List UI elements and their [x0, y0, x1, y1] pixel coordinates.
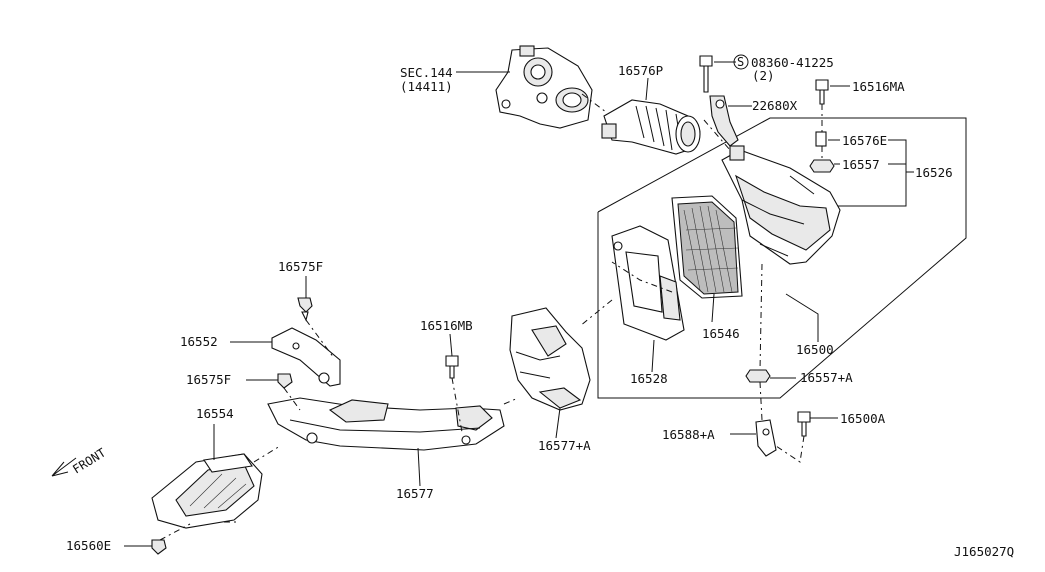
assembly-frame-16500	[597, 117, 967, 399]
label-16560e: 16560E	[66, 538, 111, 553]
label-16588a: 16588+A	[662, 427, 715, 442]
label-16577a: 16577+A	[538, 438, 591, 453]
air-filter-16546-graphic	[671, 195, 743, 299]
air-duct-16577-graphic	[267, 397, 505, 451]
bracket-16552-graphic	[271, 327, 341, 387]
clip-16575f-top-graphic	[297, 297, 313, 322]
bolt-code-group: S 08360-41225 (2)	[733, 54, 834, 83]
bolt-16516mb-graphic	[445, 355, 459, 379]
clip-16560e-graphic	[151, 539, 167, 555]
label-sec-144: SEC.144	[400, 65, 453, 80]
collar-16576e-graphic	[815, 131, 827, 147]
label-16576e: 16576E	[842, 133, 887, 148]
air-cleaner-lower-graphic	[611, 225, 685, 341]
sensor-22680x-graphic	[699, 55, 739, 147]
grommet-16557-graphic	[809, 159, 835, 173]
label-16500a: 16500A	[840, 411, 886, 426]
label-16575f-top: 16575F	[278, 259, 323, 274]
bracket-16588a-graphic	[755, 419, 777, 457]
label-16546: 16546	[702, 326, 740, 341]
bolt-16516ma-graphic	[815, 79, 829, 105]
assembly-lines	[159, 93, 823, 541]
throttle-body-graphic	[495, 45, 593, 129]
bolt-16500a-graphic	[797, 411, 811, 437]
label-16575f-mid: 16575F	[186, 372, 231, 387]
label-22680x: 22680X	[752, 98, 798, 113]
front-arrow: FRONT	[51, 446, 108, 477]
clip-16575f-mid-graphic	[277, 373, 293, 389]
air-hose-graphic	[601, 99, 701, 155]
label-16577: 16577	[396, 486, 434, 501]
grommet-16557a-graphic	[745, 369, 771, 383]
label-16557a: 16557+A	[800, 370, 853, 385]
label-s-mark: S	[737, 55, 744, 69]
label-16516mb: 16516MB	[420, 318, 473, 333]
air-cleaner-upper-graphic	[721, 145, 841, 265]
label-16528: 16528	[630, 371, 668, 386]
inlet-16554-graphic	[151, 453, 263, 529]
label-16552: 16552	[180, 334, 218, 349]
label-bolt-qty: (2)	[752, 68, 775, 83]
label-16500: 16500	[796, 342, 834, 357]
label-16576p: 16576P	[618, 63, 663, 78]
front-label: FRONT	[70, 446, 108, 477]
resonator-16577a-graphic	[509, 307, 591, 411]
label-08360-41225: 08360-41225	[751, 55, 834, 70]
diagram-code: J165027Q	[954, 544, 1014, 559]
label-16554: 16554	[196, 406, 234, 421]
leader-lines	[124, 61, 914, 547]
label-sec-144-sub: (14411)	[400, 79, 453, 94]
label-16516ma: 16516MA	[852, 79, 905, 94]
label-16557: 16557	[842, 157, 880, 172]
label-16526: 16526	[915, 165, 953, 180]
s-circle-icon	[733, 54, 749, 70]
